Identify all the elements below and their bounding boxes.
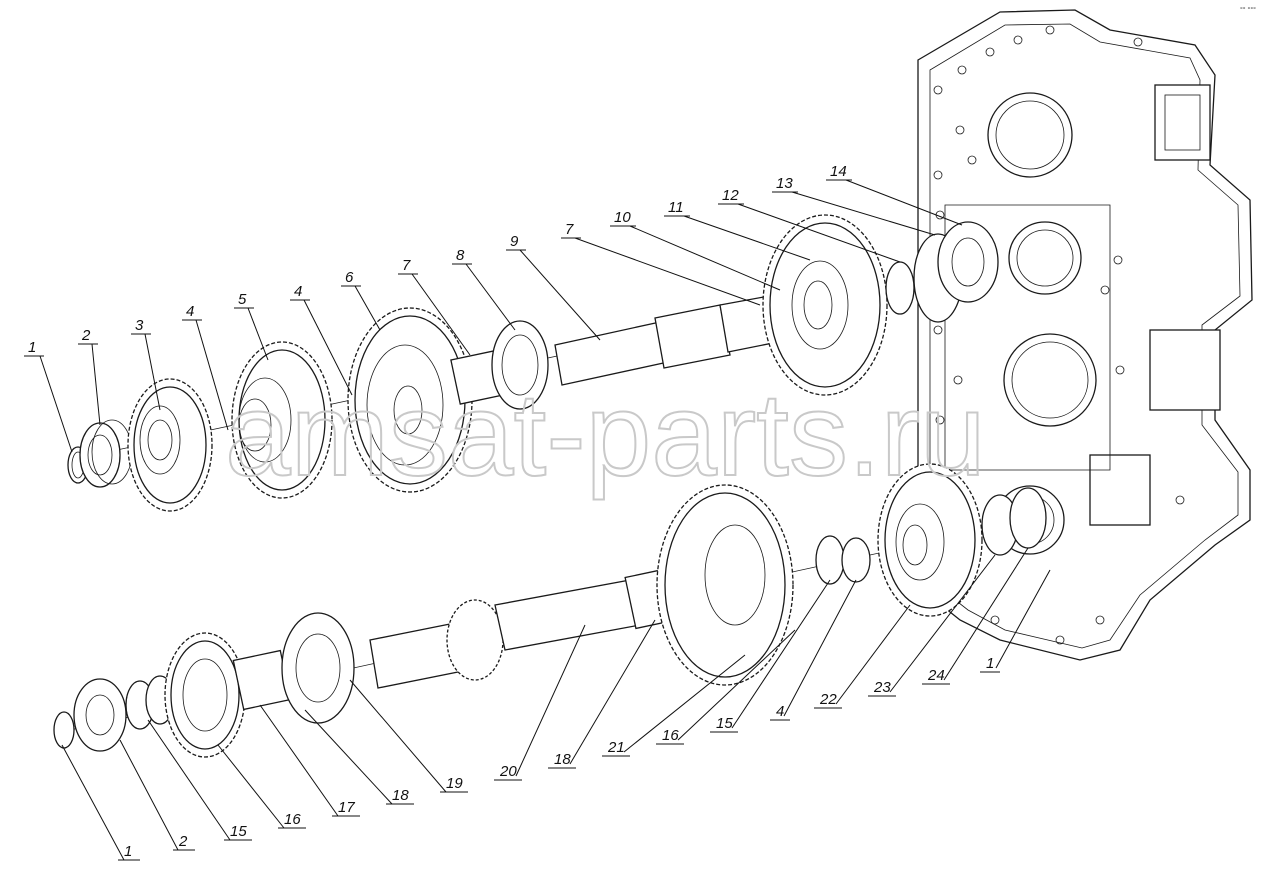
callout-10: 10 [614, 209, 631, 226]
callout-20: 20 [499, 763, 517, 780]
callout-1b: 1 [124, 843, 132, 860]
lower-shaft-assembly [53, 463, 1047, 758]
callout-18a: 18 [392, 787, 409, 804]
callout-11: 11 [668, 199, 684, 216]
watermark-text: amsat-parts.ru [225, 369, 986, 501]
callout-4a: 4 [186, 303, 194, 320]
callout-6: 6 [345, 269, 354, 286]
callout-18b: 18 [554, 751, 571, 768]
callout-5: 5 [238, 291, 247, 308]
callout-24: 24 [927, 667, 945, 684]
callout-1c: 1 [986, 655, 994, 672]
callout-21: 21 [607, 739, 625, 756]
callout-2a: 2 [81, 327, 91, 344]
callout-4c: 4 [776, 703, 784, 720]
callout-7a: 7 [402, 257, 411, 274]
callout-23: 23 [873, 679, 891, 696]
callout-15a: 15 [230, 823, 247, 840]
callout-4b: 4 [294, 283, 302, 300]
callout-17: 17 [338, 799, 355, 816]
callout-8: 8 [456, 247, 465, 264]
upper-shaft-assembly [67, 214, 999, 512]
callout-13: 13 [776, 175, 793, 192]
callout-12: 12 [722, 187, 739, 204]
callout-7b: 7 [565, 221, 574, 238]
callout-19: 19 [446, 775, 463, 792]
callout-15b: 15 [716, 715, 733, 732]
callouts: 1 2 3 4 5 4 6 7 8 9 [24, 163, 1051, 861]
callout-9: 9 [510, 233, 519, 250]
callout-3: 3 [135, 317, 144, 334]
callout-2b: 2 [178, 833, 188, 850]
callout-14: 14 [830, 163, 847, 180]
callout-22: 22 [819, 691, 837, 708]
corner-mark: °° °°° [1240, 6, 1256, 14]
callout-16a: 16 [284, 811, 301, 828]
callout-1a: 1 [28, 339, 36, 356]
callout-16b: 16 [662, 727, 679, 744]
